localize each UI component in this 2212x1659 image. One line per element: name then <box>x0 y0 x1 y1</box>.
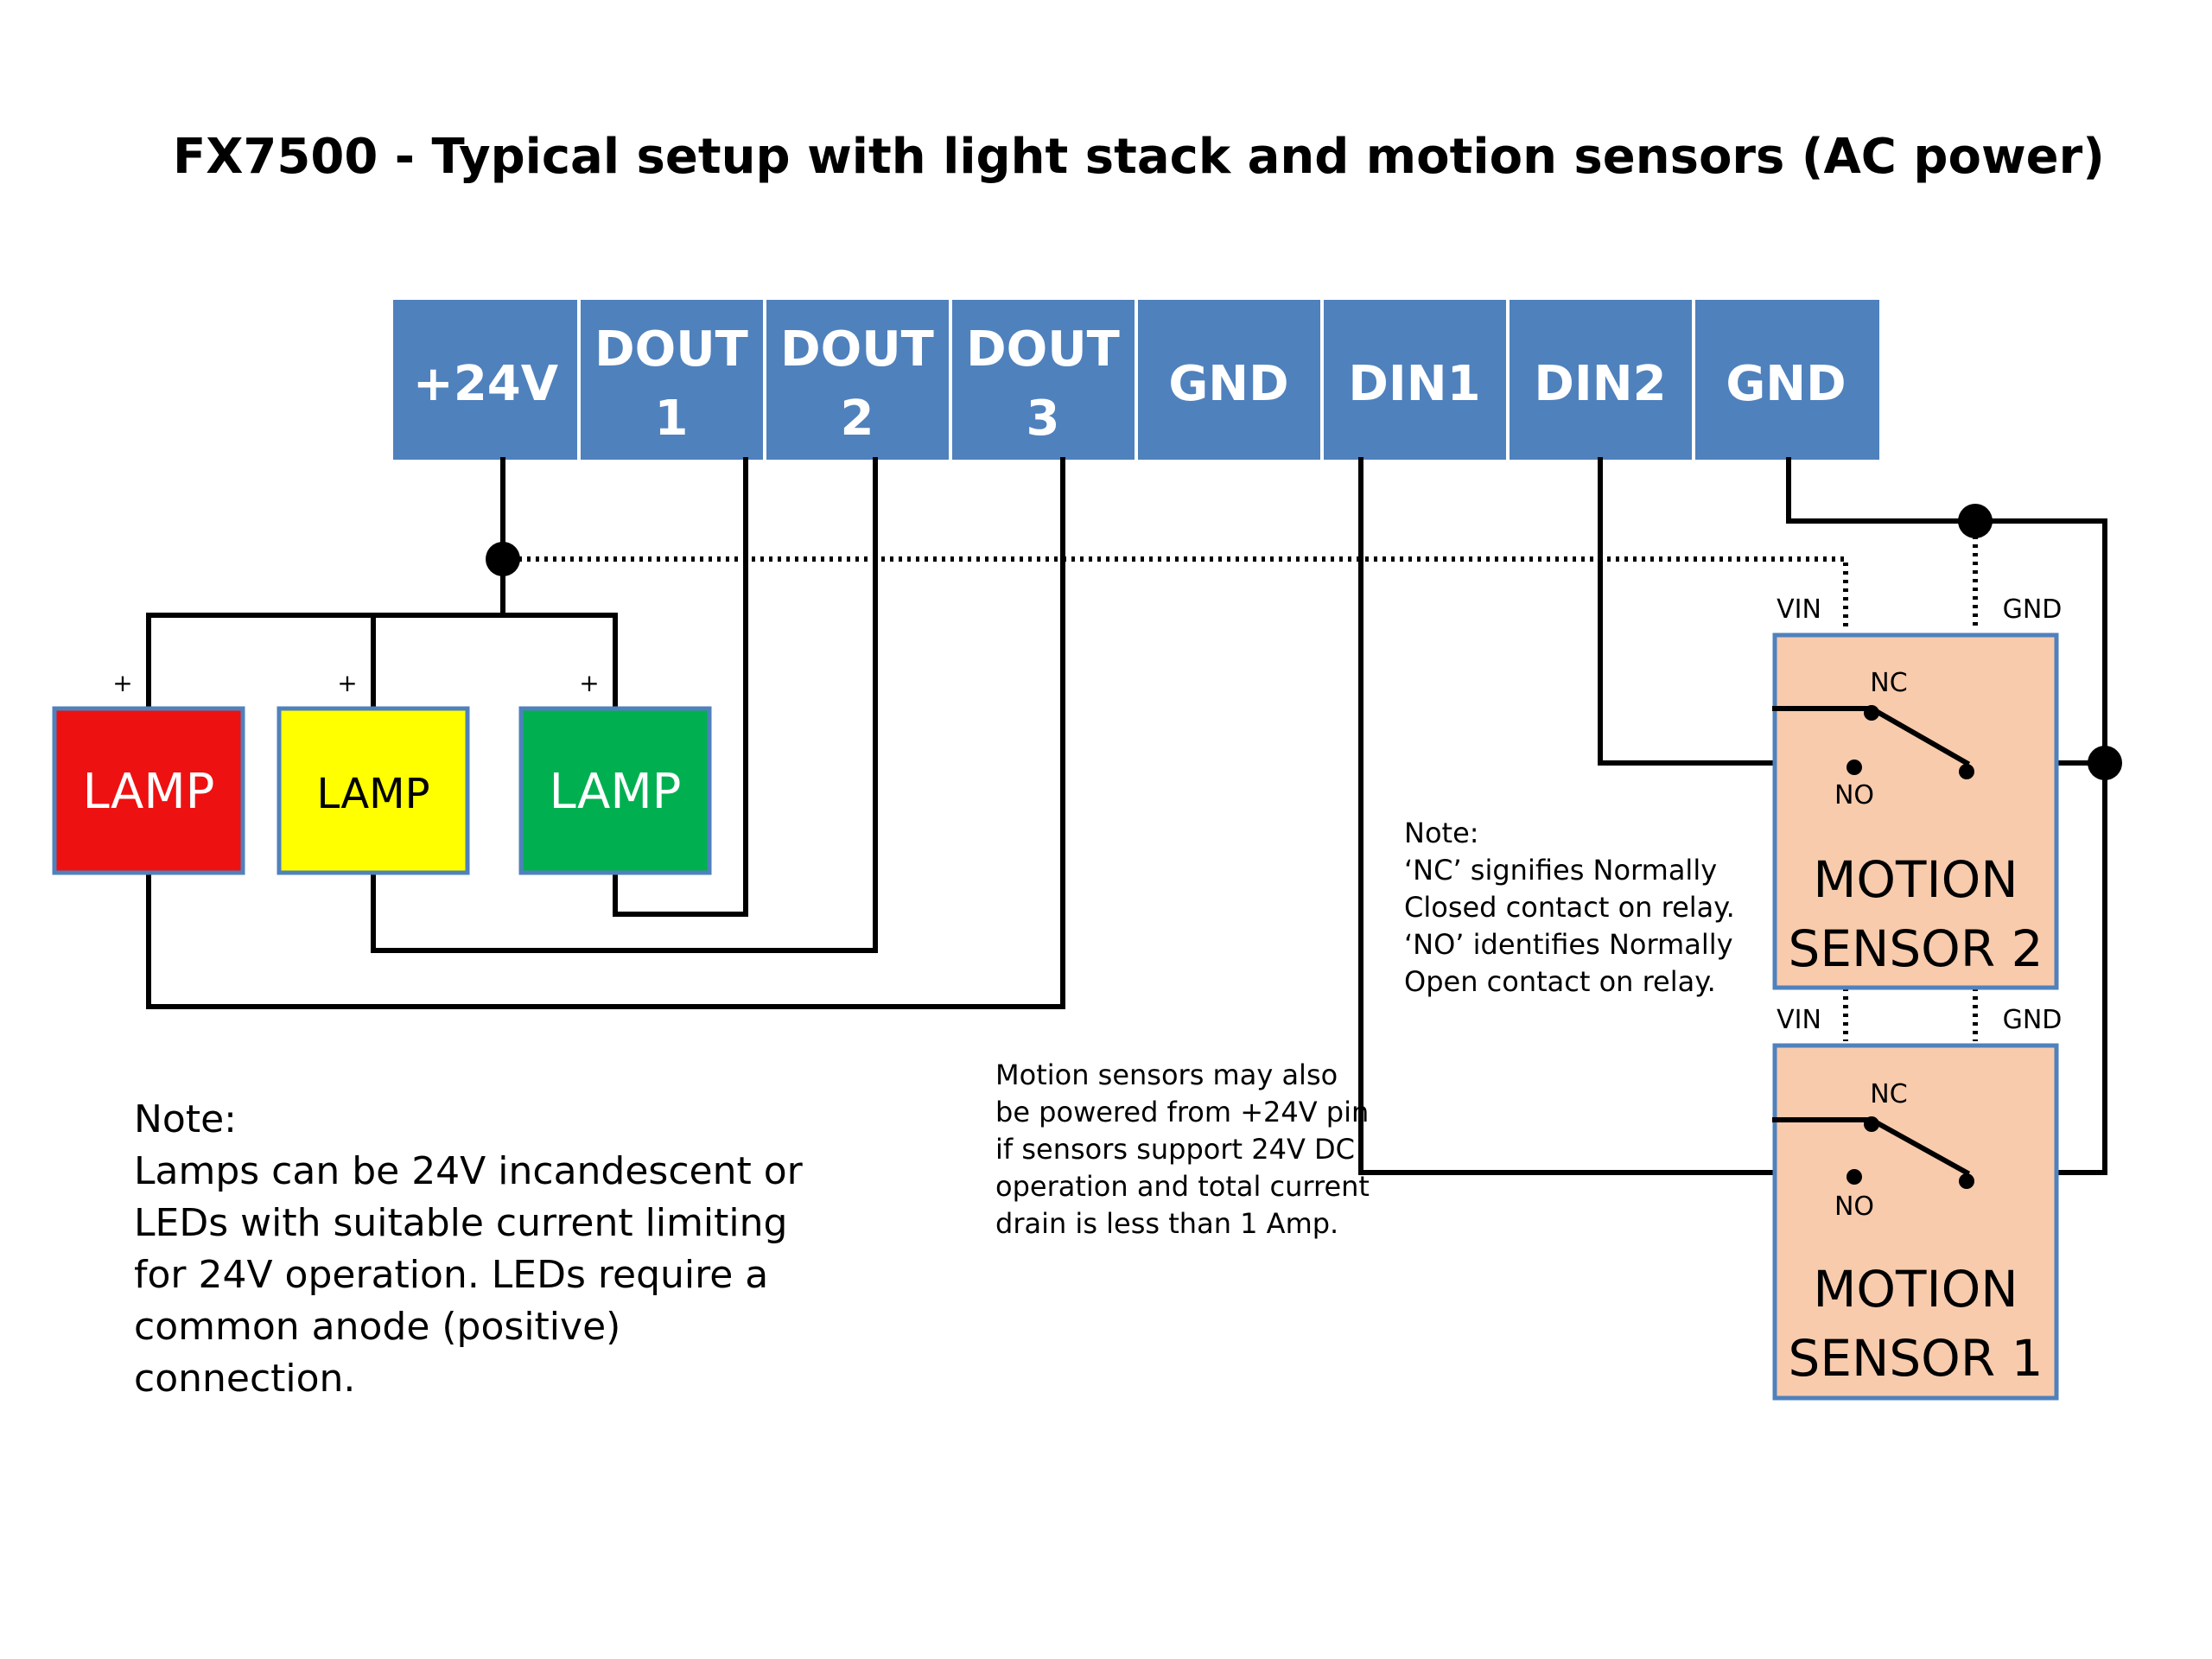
lamp-red-label: LAMP <box>83 764 215 820</box>
junction-dot-gnd <box>1958 504 1993 538</box>
lamp-stack: + LAMP + LAMP + LAMP <box>52 669 712 875</box>
sensor1-nc-contact <box>1864 1116 1879 1132</box>
sensor2-no-contact <box>1847 760 1862 775</box>
lamp-note: Note: Lamps can be 24V incandescent or L… <box>134 1097 804 1401</box>
sensor2-gnd-label: GND <box>2003 594 2063 625</box>
relay-note-line: Closed contact on relay. <box>1404 891 1735 924</box>
wire-dout3 <box>146 457 1065 1009</box>
junction-dot-rail <box>2088 746 2122 780</box>
power-note-line: if sensors support 24V DC <box>995 1133 1355 1166</box>
sensor1-label-line2: SENSOR 1 <box>1789 1329 2044 1388</box>
sensor2-vin-label: VIN <box>1777 594 1821 625</box>
sensor1-no-contact <box>1847 1169 1862 1185</box>
sensor1-gnd-label: GND <box>2003 1005 2063 1035</box>
lamp2-plus-sign: + <box>337 669 357 697</box>
sensor1-label-line1: MOTION <box>1813 1260 2018 1319</box>
pin-block-dout2 <box>765 300 950 460</box>
wire-din1 <box>1358 457 1852 1175</box>
pin-label-24v: +24V <box>413 356 559 412</box>
sensor2-label-line2: SENSOR 2 <box>1789 919 2044 978</box>
pin-block-24v <box>393 300 579 460</box>
pin-label-dout2: DOUT <box>780 321 934 378</box>
lamp3-plus-sign: + <box>579 669 599 697</box>
pin-block-dout1 <box>579 300 765 460</box>
terminal-header: +24V DOUT 1 DOUT 2 DOUT 3 GND DIN1 DIN2 … <box>393 300 1879 460</box>
sensor2-box <box>1772 632 2059 990</box>
pin-block-din2 <box>1508 300 1694 460</box>
power-note: Motion sensors may also be powered from … <box>995 1058 1370 1240</box>
sensor2-common-contact <box>1959 764 1974 779</box>
pin-block-dout3 <box>950 300 1136 460</box>
lamp-note-line: Lamps can be 24V incandescent or <box>134 1149 804 1193</box>
wire-dout2 <box>371 457 878 953</box>
power-note-line: drain is less than 1 Amp. <box>995 1207 1338 1240</box>
sensor1-box <box>1772 1043 2059 1401</box>
dotted-vin-line <box>518 556 1848 629</box>
sensor2-no-label: NO <box>1834 780 1874 810</box>
wire-din2 <box>1598 457 1852 766</box>
lamp-wiring <box>146 457 1065 1009</box>
power-note-line: operation and total current <box>995 1170 1370 1203</box>
motion-sensor-2: VIN GND NC NO MOTION SENSOR 2 <box>1772 594 2063 990</box>
power-note-line: be powered from +24V pin <box>995 1096 1369 1128</box>
lamp-green <box>518 706 712 875</box>
pin-label-dout1-num: 1 <box>655 391 689 447</box>
sensor-wiring <box>1358 457 2122 1175</box>
wire-gnd-rail <box>1786 457 2107 1175</box>
pin-label-gnd1: GND <box>1168 356 1288 412</box>
power-note-line: Motion sensors may also <box>995 1058 1338 1091</box>
pin-block-gnd2 <box>1694 300 1879 460</box>
sensor1-vin-label: VIN <box>1777 1005 1821 1035</box>
lamp-yellow-label: LAMP <box>316 770 429 818</box>
lamp-note-line: connection. <box>134 1357 355 1401</box>
relay-note-line: Note: <box>1404 817 1479 849</box>
relay-note-line: ‘NC’ signifies Normally <box>1404 854 1717 887</box>
pin-label-din1: DIN1 <box>1348 356 1480 412</box>
pin-block-din1 <box>1322 300 1508 460</box>
lamp-green-label: LAMP <box>550 764 682 820</box>
sensor2-label-line1: MOTION <box>1813 850 2018 909</box>
relay-note: Note: ‘NC’ signifies Normally Closed con… <box>1404 817 1735 998</box>
pin-label-gnd2: GND <box>1726 356 1846 412</box>
wire-dout1 <box>613 457 748 917</box>
pin-label-dout1: DOUT <box>594 321 748 378</box>
sensor2-nc-label: NC <box>1870 668 1907 698</box>
motion-sensor-1: VIN GND NC NO MOTION SENSOR 1 <box>1772 1005 2063 1401</box>
pin-label-din2: DIN2 <box>1534 356 1666 412</box>
sensor2-nc-contact <box>1864 705 1879 721</box>
pin-block-gnd1 <box>1136 300 1322 460</box>
relay-note-line: ‘NO’ identifies Normally <box>1404 928 1733 961</box>
lamp-note-line: Note: <box>134 1097 237 1141</box>
pin-label-dout2-num: 2 <box>841 391 874 447</box>
relay-note-line: Open contact on relay. <box>1404 965 1716 998</box>
lamp-red <box>52 706 245 875</box>
sensor1-nc-label: NC <box>1870 1079 1907 1109</box>
pin-label-dout3-num: 3 <box>1027 391 1060 447</box>
lamp-note-line: common anode (positive) <box>134 1305 620 1349</box>
sensor1-common-contact <box>1959 1173 1974 1189</box>
sensor1-no-label: NO <box>1834 1192 1874 1222</box>
lamp-yellow <box>276 706 470 875</box>
lamp1-plus-sign: + <box>112 669 132 697</box>
lamp-note-line: LEDs with suitable current limiting <box>134 1201 787 1245</box>
diagram-title: FX7500 - Typical setup with light stack … <box>173 129 2105 185</box>
pin-label-dout3: DOUT <box>966 321 1120 378</box>
lamp-note-line: for 24V operation. LEDs require a <box>134 1253 768 1297</box>
junction-dot-24v <box>486 542 520 576</box>
